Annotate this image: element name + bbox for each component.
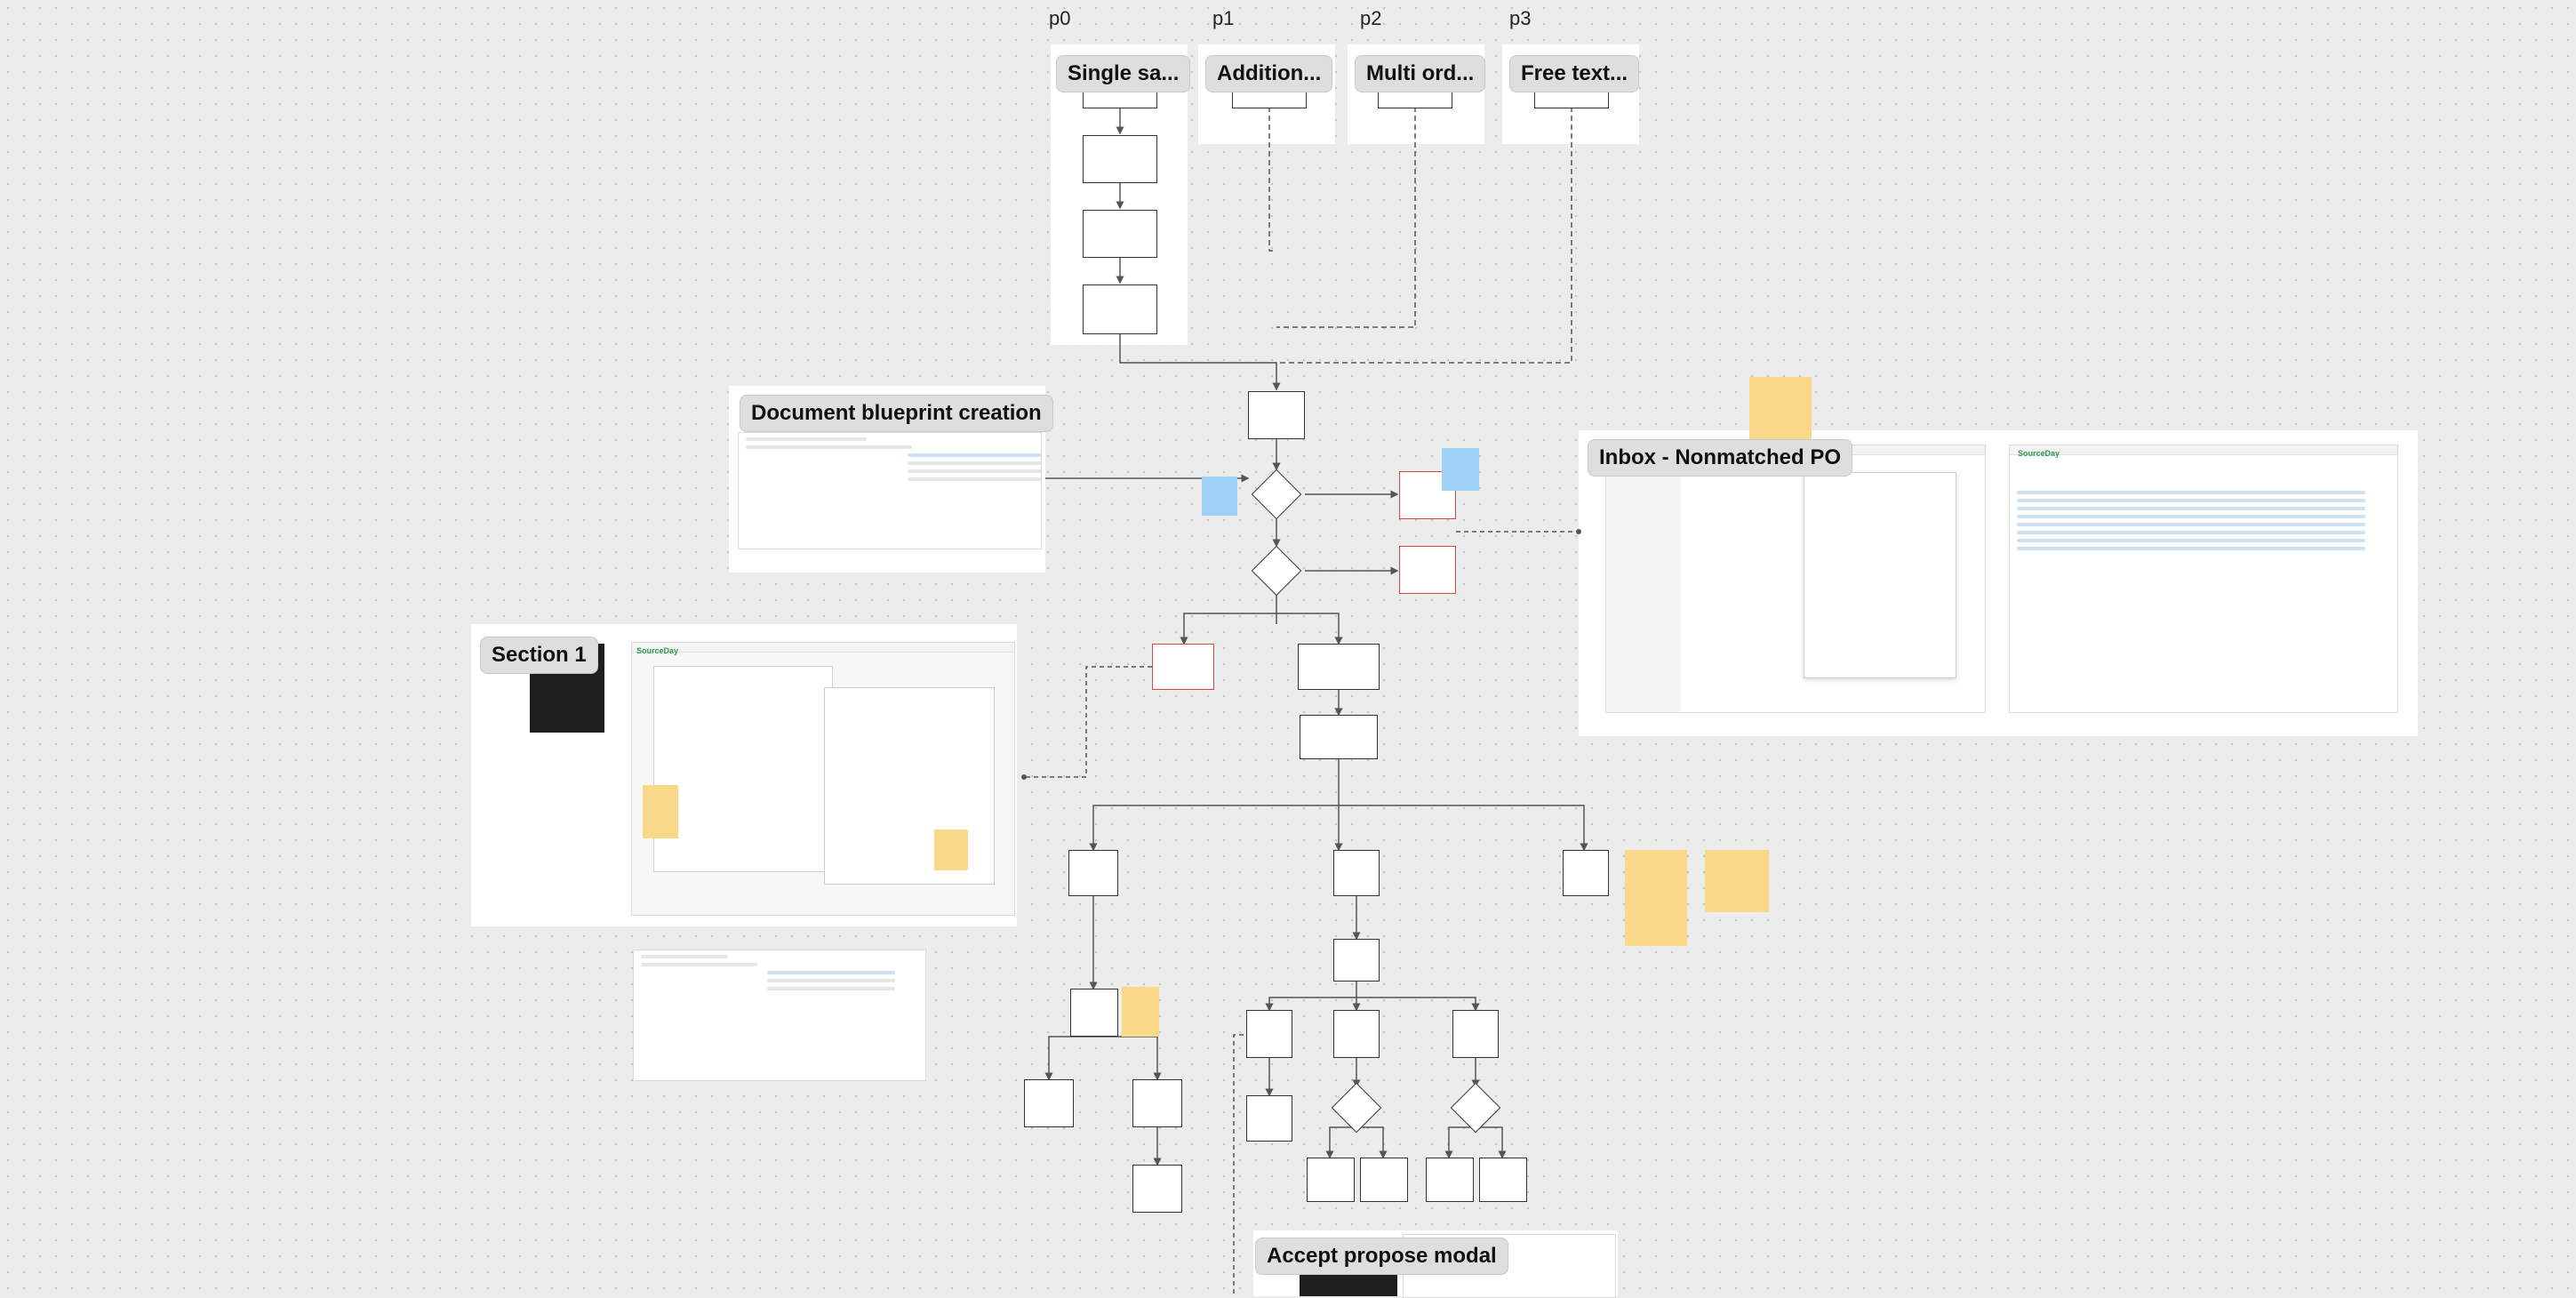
flow-node bbox=[1083, 284, 1157, 334]
logo-icon: SourceDay bbox=[2018, 449, 2060, 458]
flow-node bbox=[1070, 989, 1118, 1037]
column-label-p0: p0 bbox=[1049, 7, 1071, 29]
flow-node bbox=[1333, 1010, 1380, 1058]
section1-screenshot[interactable] bbox=[631, 642, 1015, 916]
flow-node bbox=[1132, 1079, 1182, 1127]
flow-node bbox=[1083, 135, 1157, 183]
frame-title-accept[interactable]: Accept propose modal bbox=[1255, 1238, 1508, 1275]
flow-node bbox=[1132, 1165, 1182, 1213]
flow-node-error bbox=[1399, 546, 1456, 594]
frame-title-multi[interactable]: Multi ord... bbox=[1355, 55, 1486, 92]
flow-node bbox=[1068, 850, 1118, 896]
inbox-screenshot-left[interactable] bbox=[1605, 445, 1986, 713]
column-label-p1: p1 bbox=[1212, 7, 1235, 29]
flow-node bbox=[1563, 850, 1609, 896]
flow-node bbox=[1300, 715, 1378, 759]
flow-node bbox=[1333, 939, 1380, 982]
flow-node bbox=[1360, 1158, 1408, 1202]
blueprint-screenshot[interactable] bbox=[738, 432, 1042, 549]
sticky-note-blue bbox=[1442, 448, 1479, 491]
frame-title-inbox[interactable]: Inbox - Nonmatched PO bbox=[1588, 439, 1853, 477]
sticky-note-yellow bbox=[1705, 850, 1769, 912]
inbox-screenshot-right[interactable] bbox=[2009, 445, 2398, 713]
sticky-note-yellow bbox=[1749, 377, 1812, 439]
logo-icon: SourceDay bbox=[636, 646, 679, 655]
flow-node bbox=[1024, 1079, 1074, 1127]
flow-node bbox=[1479, 1158, 1527, 1202]
flow-node bbox=[1248, 391, 1305, 439]
frame-title-section1[interactable]: Section 1 bbox=[480, 637, 598, 674]
flow-node bbox=[1298, 644, 1380, 690]
flow-node-error bbox=[1152, 644, 1214, 690]
flow-node bbox=[1246, 1095, 1292, 1142]
frame-title-single[interactable]: Single sa... bbox=[1056, 55, 1191, 92]
sticky-note-yellow bbox=[1625, 850, 1687, 946]
flow-node bbox=[1246, 1010, 1292, 1058]
frame-title-free[interactable]: Free text... bbox=[1509, 55, 1640, 92]
flow-node bbox=[1083, 210, 1157, 258]
flow-node bbox=[1426, 1158, 1474, 1202]
sticky-note-blue bbox=[1202, 477, 1237, 516]
column-label-p2: p2 bbox=[1360, 7, 1382, 29]
frame-title-addition[interactable]: Addition... bbox=[1205, 55, 1333, 92]
frame-title-blueprint[interactable]: Document blueprint creation bbox=[740, 395, 1053, 432]
sticky-note-yellow bbox=[1122, 987, 1159, 1037]
flow-node bbox=[1333, 850, 1380, 896]
detail-screenshot[interactable] bbox=[633, 949, 926, 1081]
column-label-p3: p3 bbox=[1509, 7, 1532, 29]
flow-node bbox=[1452, 1010, 1499, 1058]
flow-node bbox=[1307, 1158, 1355, 1202]
